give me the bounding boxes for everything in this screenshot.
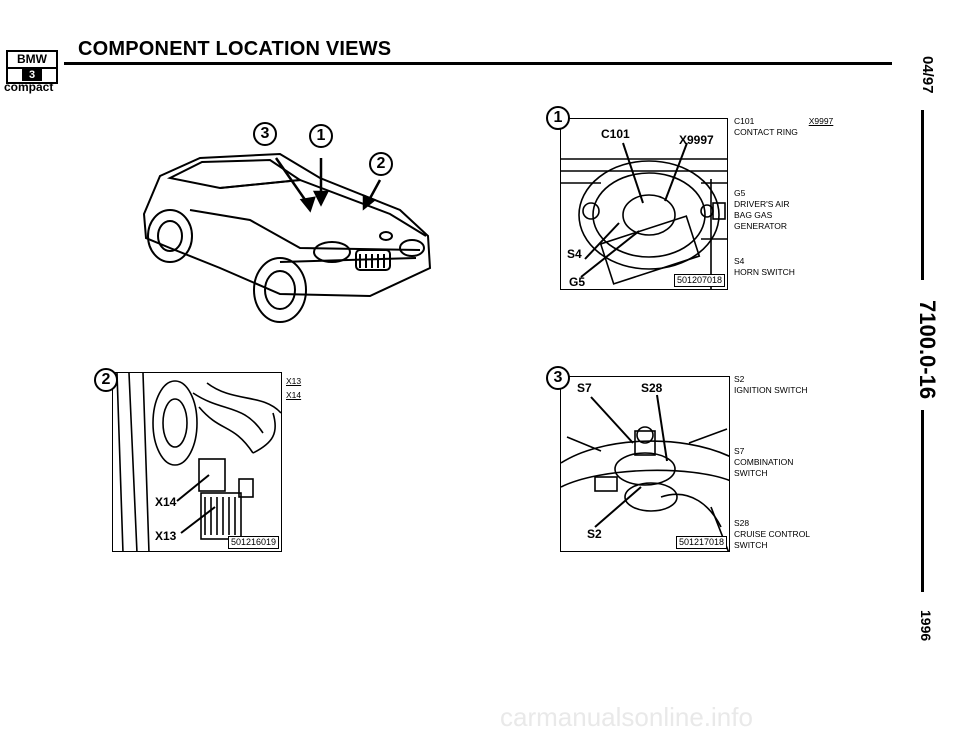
- label-S7: S7: [577, 381, 592, 395]
- label-G5: G5: [569, 275, 586, 289]
- desc-code-S4: S4: [734, 256, 745, 266]
- label-C101: C101: [601, 127, 630, 141]
- view1-desc-s4: S4 HORN SWITCH: [734, 256, 795, 278]
- desc-code-X9997: X9997: [808, 116, 834, 126]
- callout-3: 3: [253, 122, 277, 146]
- desc-code-G5: G5: [734, 188, 746, 198]
- view3-ref-number: 501217018: [675, 536, 727, 549]
- header-rule: [64, 62, 892, 65]
- view3-ignition-panel: S7 S28 S2 501217018: [560, 376, 730, 552]
- logo-model: 3: [22, 69, 42, 81]
- desc-text-airbag: DRIVER'S AIR BAG GAS GENERATOR: [734, 199, 790, 231]
- label-X13: X13: [155, 529, 177, 543]
- car-overview: 3 1 2: [130, 118, 440, 338]
- label-S4: S4: [567, 247, 582, 261]
- desc-code-S28: S28: [734, 518, 750, 528]
- desc-text-combination-switch: COMBINATION SWITCH: [734, 457, 794, 478]
- bmw-3-logo: BMW 3: [6, 50, 58, 84]
- desc-text-horn-switch: HORN SWITCH: [734, 267, 795, 277]
- view1-ref-number: 501207018: [673, 274, 725, 287]
- page-title: COMPONENT LOCATION VIEWS: [78, 38, 392, 60]
- view2-connector-panel: X14 X13 501216019: [112, 372, 282, 552]
- desc-text-ignition-switch: IGNITION SWITCH: [734, 385, 808, 395]
- desc-text-contact-ring: CONTACT RING: [734, 127, 798, 137]
- site-watermark: carmanualsonline.info: [500, 702, 753, 732]
- view3-number: 3: [546, 366, 570, 390]
- view1-desc-g5: G5 DRIVER'S AIR BAG GAS GENERATOR: [734, 188, 804, 232]
- logo-brand: BMW: [8, 52, 56, 69]
- desc-code-C101: C101: [734, 116, 755, 126]
- desc-code-S7: S7: [734, 446, 745, 456]
- date-code: 04/97: [919, 56, 936, 94]
- steering-wheel-illustration: [561, 142, 727, 289]
- car-illustration: [142, 152, 432, 323]
- desc-code-X13: X13: [286, 376, 302, 386]
- view1-number: 1: [546, 106, 570, 130]
- label-X14: X14: [155, 495, 177, 509]
- page-number: 7100.0-16: [915, 300, 940, 400]
- view3-desc-s7: S7 COMBINATION SWITCH: [734, 446, 804, 479]
- callout-2: 2: [369, 152, 393, 176]
- ignition-illustration: [561, 394, 729, 551]
- view1-desc-c101: C101 X9997 CONTACT RING: [734, 116, 833, 138]
- view1-steering-wheel-panel: C101 X9997 S4 G5 501207018: [560, 118, 728, 290]
- view3-desc-s28: S28 CRUISE CONTROL SWITCH: [734, 518, 814, 551]
- view3-desc-s2: S2 IGNITION SWITCH: [734, 374, 808, 396]
- label-S28: S28: [641, 381, 663, 395]
- model-subtitle: compact: [4, 80, 54, 94]
- desc-code-S2: S2: [734, 374, 745, 384]
- view2-ref-number: 501216019: [227, 536, 279, 549]
- side-rule-top: [921, 110, 924, 280]
- desc-code-X14: X14: [286, 390, 302, 400]
- callout-1: 1: [309, 124, 333, 148]
- desc-text-cruise-control: CRUISE CONTROL SWITCH: [734, 529, 810, 550]
- side-rule-bottom: [921, 410, 924, 592]
- connector-illustration: [116, 373, 281, 551]
- view2-number: 2: [94, 368, 118, 392]
- label-X9997: X9997: [679, 133, 714, 147]
- year: 1996: [918, 610, 934, 642]
- label-S2: S2: [587, 527, 602, 541]
